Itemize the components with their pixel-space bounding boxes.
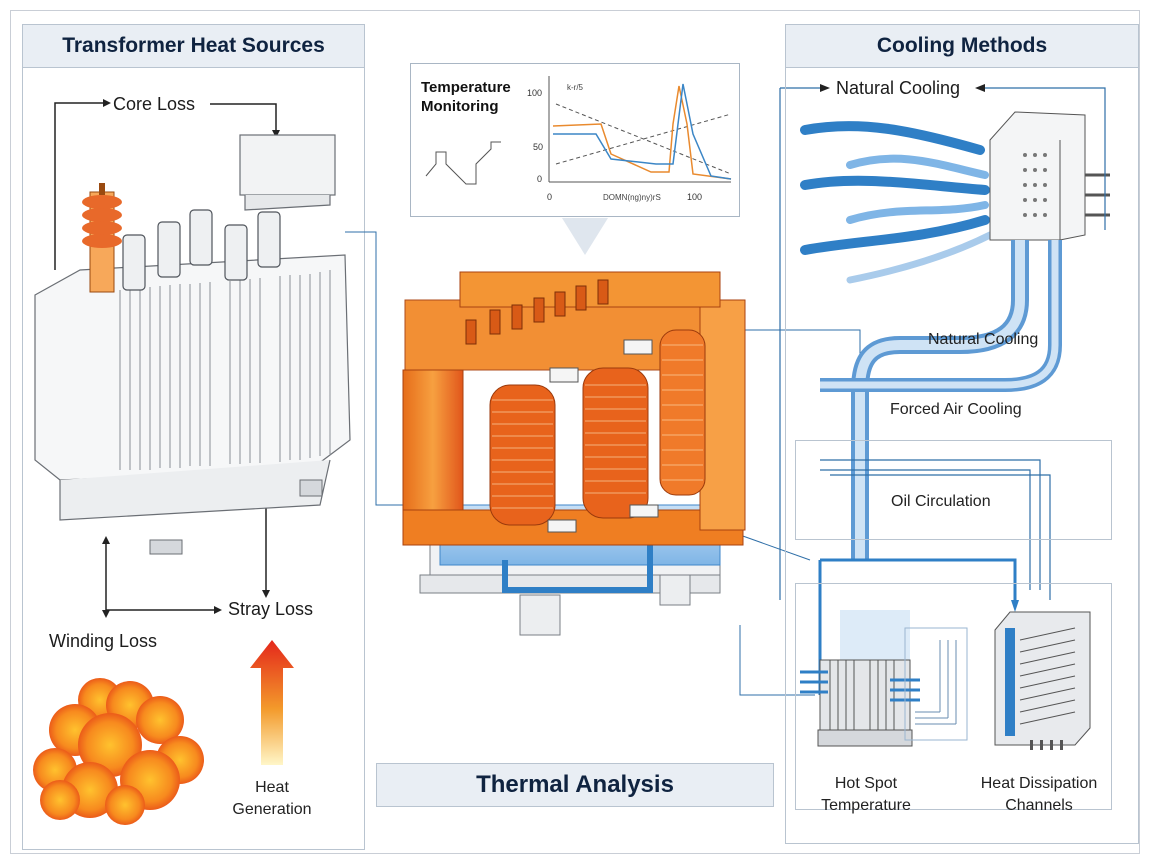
winding-loss-label: Winding Loss — [49, 631, 158, 651]
hot-spot-temperature-label: Hot Spot Temperature — [806, 773, 926, 817]
heat-sources-title: Transformer Heat Sources — [23, 25, 364, 68]
oil-circulation-label: Oil Circulation — [891, 493, 991, 510]
cooling-methods-title: Cooling Methods — [786, 25, 1138, 68]
core-transformer-icon — [402, 271, 746, 636]
oil-circulation-box — [795, 440, 1112, 540]
natural-cooling-top-label: Natural Cooling — [836, 78, 961, 98]
x-axis-label: DOMN(ng)ny)rS — [603, 193, 661, 202]
heat-dissipation-channels-label: Heat Dissipation Channels — [968, 773, 1110, 817]
stray-loss-label: Stray Loss — [228, 599, 314, 619]
heat-generation-line1: Heat — [255, 779, 289, 796]
monitoring-title-line1: Temperature — [421, 79, 511, 96]
temperature-chart: 100 50 0 0 100 DOMN(ng)ny)rS k-r/5 — [425, 76, 732, 202]
monitoring-title: Temperature Monitoring — [421, 78, 511, 116]
series-orange-line — [552, 85, 732, 180]
monitoring-title-line2: Monitoring — [421, 98, 499, 115]
heat-arrow-icon — [250, 640, 294, 765]
hot-spot-line1: Hot Spot — [834, 775, 898, 792]
x-tick-100: 100 — [687, 192, 702, 202]
series-blue-line — [553, 83, 732, 180]
heat-dissipation-line1: Heat Dissipation — [980, 775, 1098, 792]
x-tick-0: 0 — [547, 192, 552, 202]
cooling-fan-unit-icon — [989, 111, 1110, 241]
hot-spot-line2: Temperature — [821, 797, 911, 814]
heat-dissipation-line2: Channels — [1005, 797, 1073, 814]
y-tick-100: 100 — [527, 88, 542, 98]
cooling-methods-panel: Cooling Methods — [785, 24, 1139, 844]
core-loss-label: Core Loss — [113, 94, 196, 114]
y-tick-0: 0 — [537, 174, 542, 184]
natural-cooling-mid-label: Natural Cooling — [928, 331, 1039, 348]
heat-generation-label: Heat Generation — [222, 777, 322, 821]
diagram-frame — [10, 10, 1140, 854]
radiator-box — [795, 583, 1112, 810]
heat-generation-line2: Generation — [232, 801, 312, 818]
forced-air-cooling-label: Forced Air Cooling — [890, 401, 1022, 418]
fire-cloud-icon — [33, 678, 204, 825]
y-tick-50: 50 — [533, 142, 543, 152]
small-chart-label: k-r/5 — [567, 83, 584, 92]
temperature-monitoring-panel: Temperature Monitoring 100 50 0 0 100 DO… — [410, 63, 740, 217]
heat-dissipation-radiator-icon — [994, 611, 1091, 750]
airflow-icon — [800, 121, 994, 284]
hot-spot-radiator-icon — [800, 610, 968, 747]
thermal-analysis-title: Thermal Analysis — [376, 763, 774, 807]
